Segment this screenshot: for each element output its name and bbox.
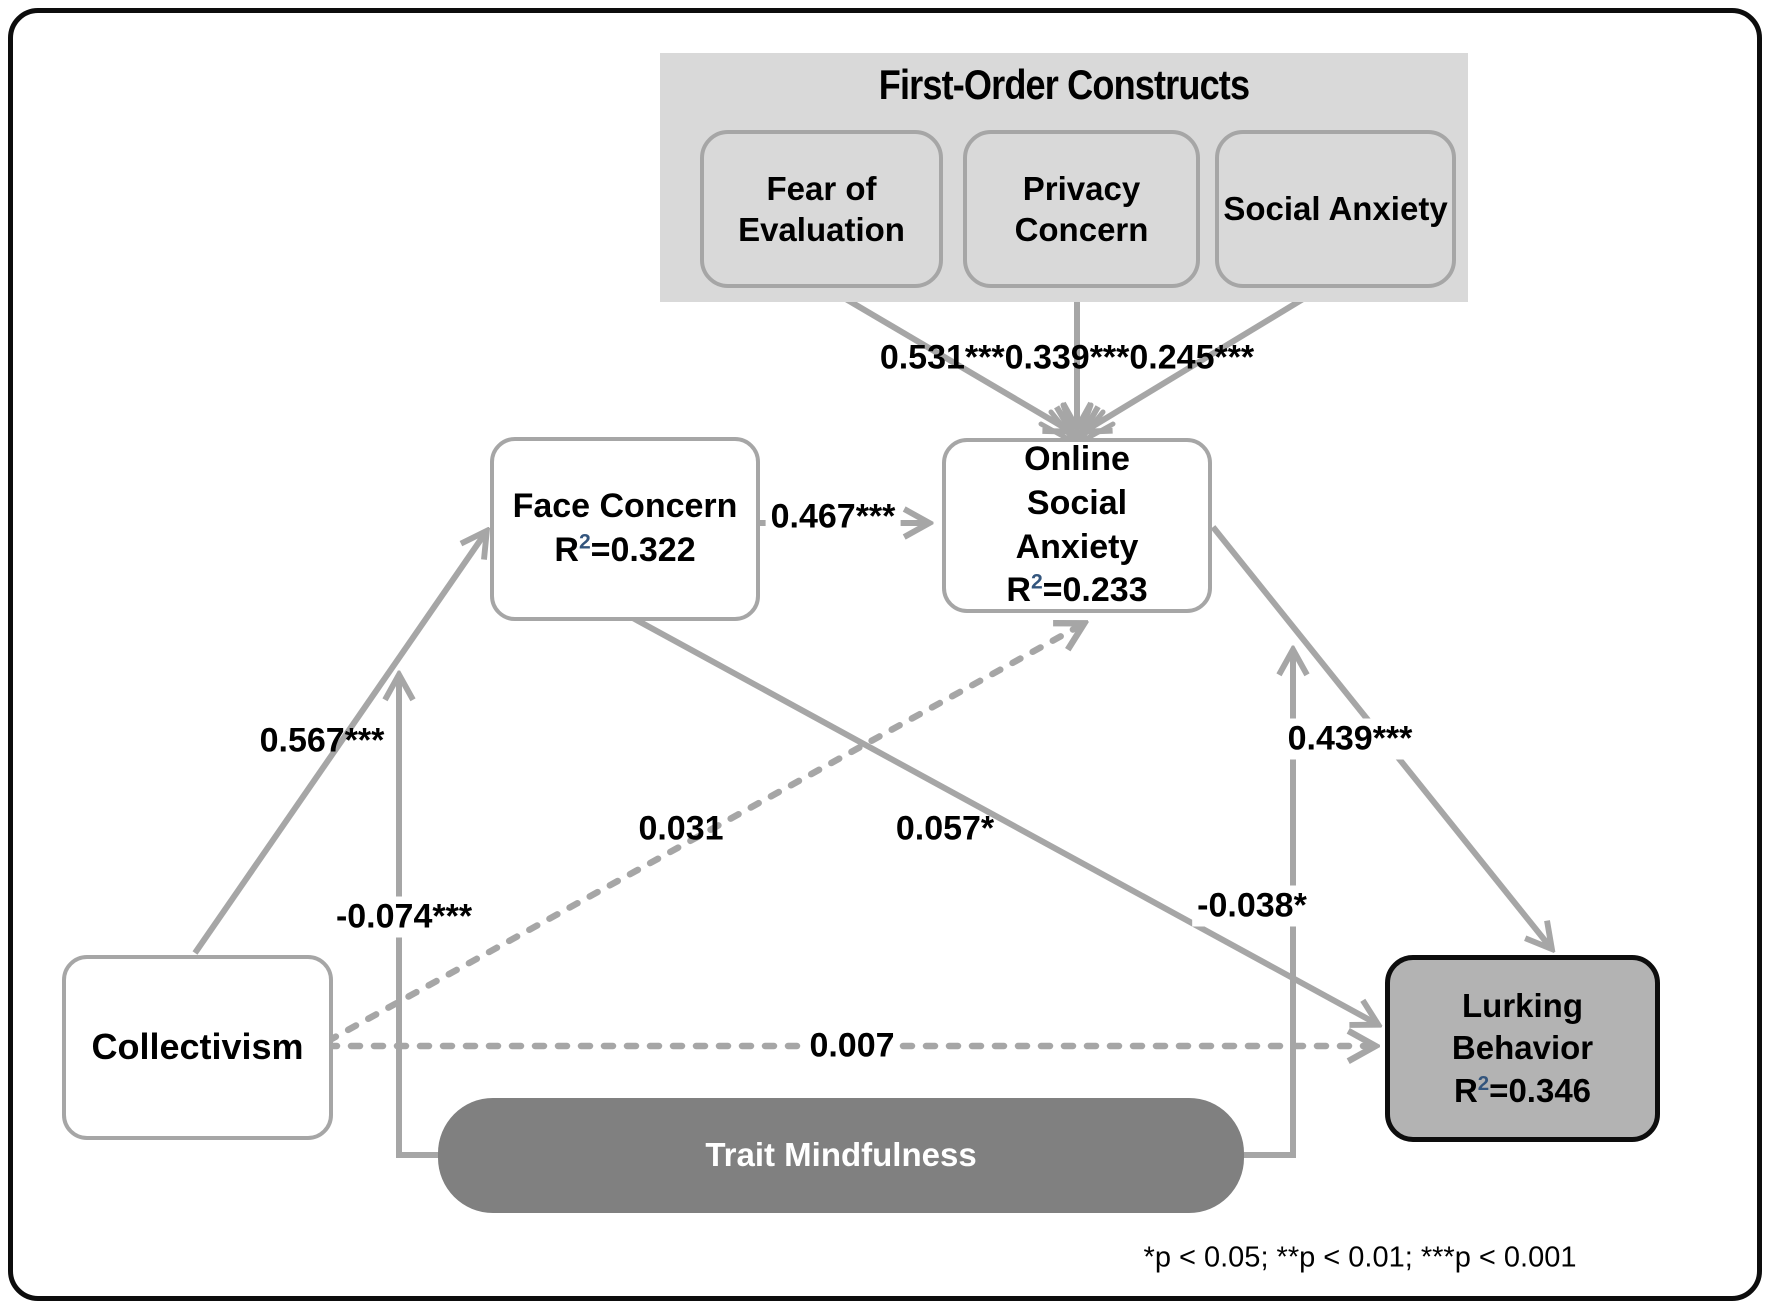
node-title: Face Concern — [512, 487, 738, 526]
node-label: Privacy Concern — [1014, 169, 1149, 248]
node-collectivism: Collectivism — [62, 955, 333, 1140]
node-privacy-concern: Privacy Concern — [963, 130, 1200, 288]
coef-privacy-to-osa: 0.339*** — [1004, 338, 1130, 377]
figure-border — [8, 8, 1762, 1301]
panel-title: First-Order Constructs — [878, 61, 1250, 108]
arrow-face-to-lurking — [618, 608, 1377, 1024]
coef-face-to-osa: 0.467*** — [765, 496, 901, 538]
node-lurking-behavior: Lurking Behavior R2=0.346 — [1385, 955, 1660, 1142]
coef-collectivism-to-osa: 0.031 — [638, 809, 724, 848]
node-title: Online Social Anxiety — [1015, 440, 1139, 566]
coef-collectivism-to-face: 0.567*** — [259, 721, 385, 760]
arrow-collectivism-to-face — [192, 532, 486, 955]
arrow-mindfulness-moderation-right — [1244, 651, 1293, 1158]
node-label: Fear of Evaluation — [738, 169, 905, 248]
r2-superscript: 2 — [578, 530, 591, 554]
first-order-loadings-row: 0.531***0.339***0.245*** — [880, 339, 1254, 378]
node-title: Collectivism — [91, 1026, 304, 1068]
node-r2: R2=0.346 — [1453, 1071, 1592, 1109]
arrow-social-to-osa — [1085, 279, 1333, 431]
node-social-anxiety: Social Anxiety — [1215, 130, 1456, 288]
node-r2: R2=0.233 — [1006, 570, 1148, 610]
coef-face-to-lurking: 0.057* — [895, 809, 995, 848]
r2-superscript: 2 — [1477, 1071, 1490, 1095]
coef-social-to-osa: 0.245*** — [1129, 338, 1255, 377]
coef-fear-to-osa: 0.531*** — [879, 338, 1005, 377]
coef-mindfulness-moderation-right: -0.038* — [1192, 885, 1312, 927]
node-r2: R2=0.322 — [554, 530, 696, 569]
coef-osa-to-lurking: 0.439*** — [1282, 718, 1418, 760]
node-face-concern: Face Concern R2=0.322 — [490, 437, 760, 621]
significance-legend: *p < 0.05; **p < 0.01; ***p < 0.001 — [1143, 1241, 1577, 1274]
arrow-mindfulness-moderation-left — [399, 676, 438, 1158]
node-online-social-anxiety: Online Social Anxiety R2=0.233 — [942, 438, 1212, 613]
node-trait-mindfulness: Trait Mindfulness — [438, 1098, 1244, 1213]
node-fear-of-evaluation: Fear of Evaluation — [700, 130, 943, 288]
node-label: Social Anxiety — [1223, 190, 1448, 228]
coef-mindfulness-moderation-left: -0.074*** — [330, 896, 478, 938]
dashed-arrow-collectivism-to-osa — [324, 624, 1083, 1045]
first-order-constructs-panel: First-Order Constructs Fear of Evaluatio… — [660, 53, 1468, 302]
arrow-fear-to-osa — [815, 279, 1070, 431]
node-title: Trait Mindfulness — [705, 1136, 977, 1174]
node-title: Lurking Behavior — [1451, 987, 1594, 1067]
coef-collectivism-to-lurking: 0.007 — [804, 1025, 900, 1067]
r2-superscript: 2 — [1030, 570, 1043, 594]
